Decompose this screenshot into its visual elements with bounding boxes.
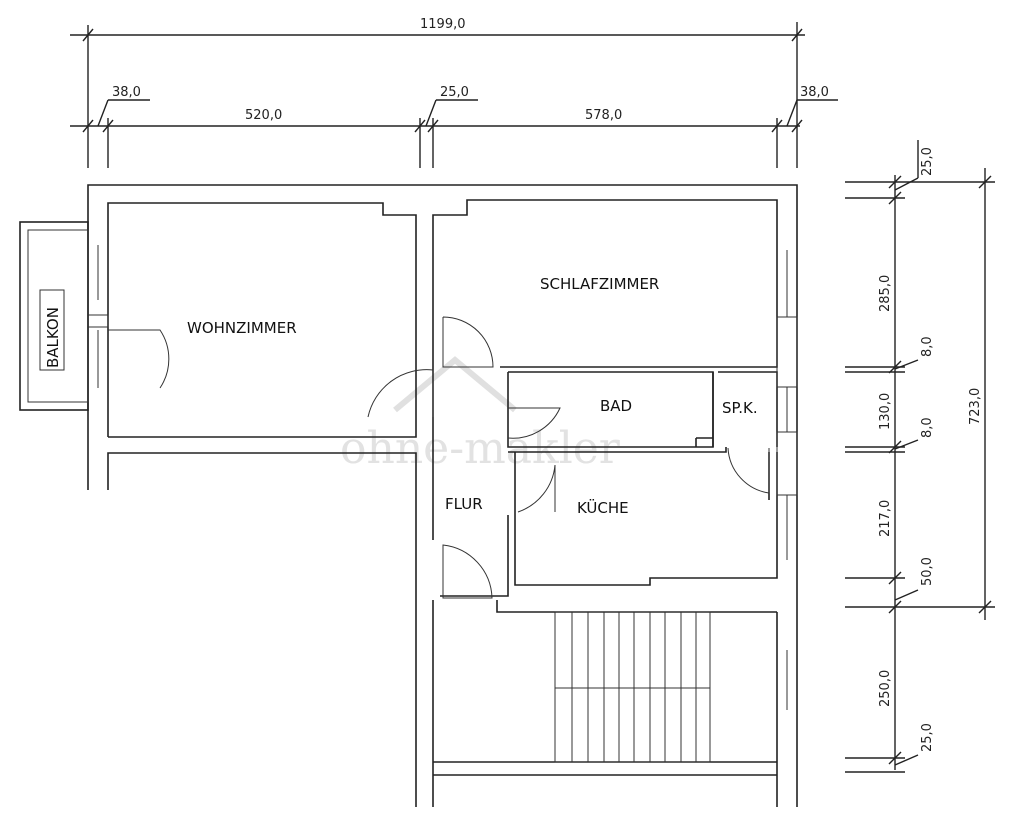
watermark: ohne-makler (340, 356, 621, 474)
dim-wall-right: 38,0 (800, 85, 829, 100)
room-label-schlafzimmer: SCHLAFZIMMER (540, 275, 659, 293)
room-label-balkon: BALKON (44, 307, 62, 368)
staircase (554, 611, 711, 763)
room-label-kueche: KÜCHE (577, 498, 629, 517)
right-dimensions: 25,0 285,0 8,0 130,0 8,0 217,0 50,0 723,… (845, 140, 995, 773)
dim-wall-2: 8,0 (920, 417, 935, 438)
walls (87, 184, 798, 807)
doors (108, 316, 770, 599)
dim-wall-bottom: 25,0 (920, 723, 935, 752)
windows (87, 245, 798, 710)
dim-total-width: 1199,0 (420, 17, 466, 32)
balkon: BALKON (19, 221, 89, 411)
dim-wohnzimmer-width: 520,0 (245, 108, 282, 123)
watermark-text: ohne-makler (340, 423, 621, 474)
dim-wall-left: 38,0 (112, 85, 141, 100)
dim-stair-depth: 250,0 (878, 670, 893, 707)
room-label-bad: BAD (600, 397, 632, 415)
top-dimensions: 1199,0 38,0 520,0 25,0 578,0 38,0 (70, 17, 838, 168)
room-label-wohnzimmer: WOHNZIMMER (187, 319, 297, 337)
dim-schlafzimmer-depth: 285,0 (878, 275, 893, 312)
dim-wall-3: 50,0 (920, 557, 935, 586)
dim-wall-1: 8,0 (920, 336, 935, 357)
dim-wall-middle: 25,0 (440, 85, 469, 100)
dim-total-depth: 723,0 (968, 388, 983, 425)
dim-schlafzimmer-width: 578,0 (585, 108, 622, 123)
dim-wall-top: 25,0 (920, 147, 935, 176)
room-label-speisekammer: SP.K. (722, 399, 758, 417)
room-label-flur: FLUR (445, 495, 483, 513)
dim-bad-depth: 130,0 (878, 393, 893, 430)
dim-kueche-depth: 217,0 (878, 500, 893, 537)
